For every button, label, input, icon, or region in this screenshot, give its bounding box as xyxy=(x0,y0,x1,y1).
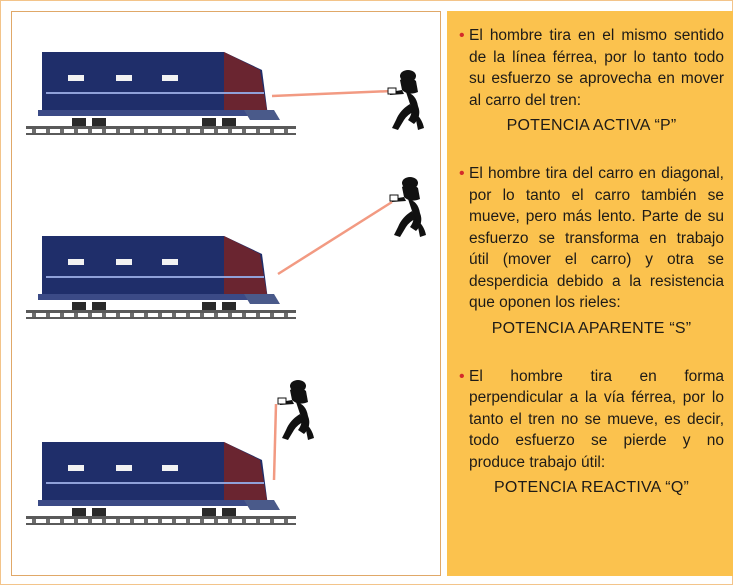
train-scene-apparent xyxy=(26,236,296,319)
train xyxy=(26,52,296,135)
train-scene-active xyxy=(26,52,296,135)
rope-active xyxy=(271,89,393,98)
train-illustration xyxy=(11,11,441,576)
rope-reactive xyxy=(272,403,278,481)
train xyxy=(26,442,296,525)
train xyxy=(26,236,296,319)
rope-apparent xyxy=(277,200,393,276)
explanation-item-apparent: • El hombre tira del carro en diagonal, … xyxy=(459,163,724,340)
paragraph: • El hombre tira en forma perpendicular … xyxy=(459,366,724,474)
power-label-apparent: POTENCIA APARENTE “S” xyxy=(491,319,692,337)
bullet-icon: • xyxy=(459,27,465,44)
paragraph: • El hombre tira en el mismo sentido de … xyxy=(459,25,724,111)
man-pulling-straight xyxy=(387,69,425,131)
paragraph-text: El hombre tira en el mismo sentido de la… xyxy=(469,27,724,109)
man-pulling-perpendicular xyxy=(277,379,315,441)
power-label-reactive: POTENCIA REACTIVA “Q” xyxy=(493,479,690,496)
explanation-item-reactive: • El hombre tira en forma perpendicular … xyxy=(459,366,724,500)
explanation-item-active: • El hombre tira en el mismo sentido de … xyxy=(459,25,724,137)
paragraph-text: El hombre tira del carro en diagonal, po… xyxy=(469,165,724,311)
paragraph-text: El hombre tira en forma perpendicular a … xyxy=(469,367,724,471)
paragraph: • El hombre tira del carro en diagonal, … xyxy=(459,163,724,314)
train-scene-reactive xyxy=(26,442,296,525)
train-diagram xyxy=(26,52,427,525)
bullet-icon: • xyxy=(459,367,465,385)
explanation-panel: • El hombre tira en el mismo sentido de … xyxy=(447,11,733,576)
man-pulling-diagonal xyxy=(389,176,427,238)
bullet-icon: • xyxy=(459,165,465,182)
power-label-active: POTENCIA ACTIVA “P” xyxy=(506,117,677,134)
